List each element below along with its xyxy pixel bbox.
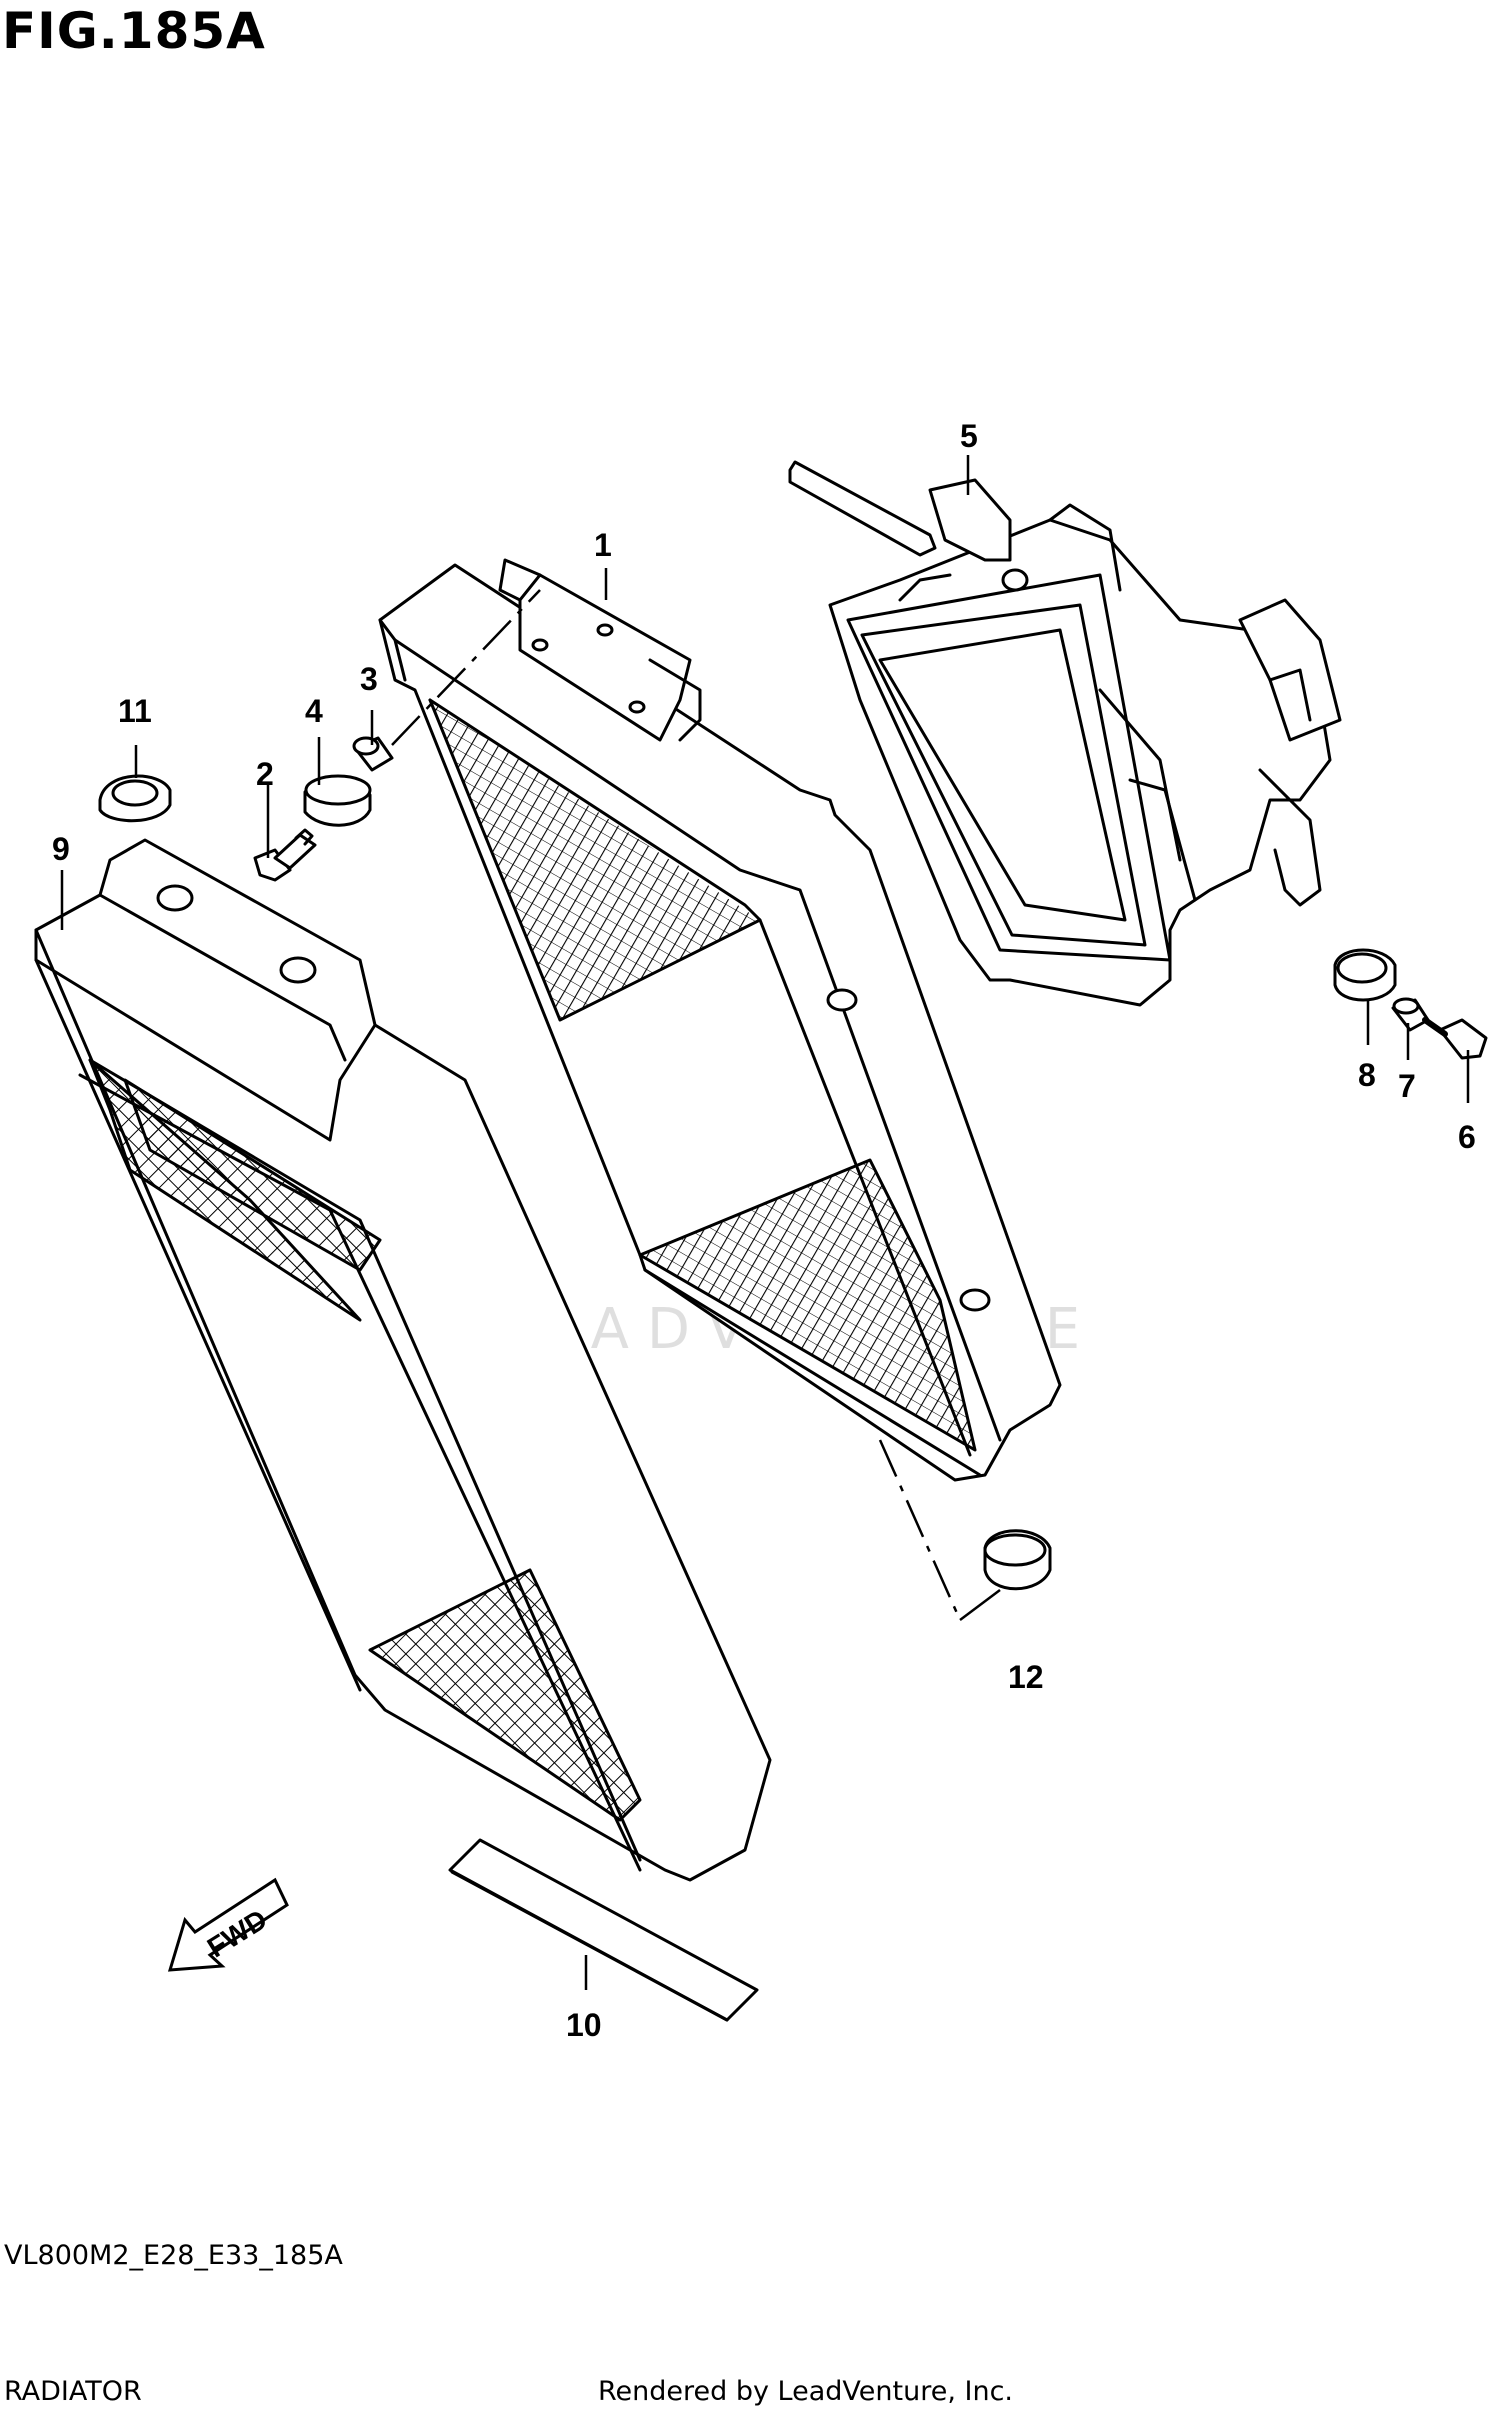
callout-5: 5 <box>960 418 978 454</box>
render-credit: Rendered by LeadVenture, Inc. <box>598 2376 1014 2407</box>
leader-lines <box>60 455 1470 1990</box>
callout-2: 2 <box>256 756 274 792</box>
callout-10: 10 <box>566 2007 602 2043</box>
callout-11: 11 <box>118 693 152 729</box>
callout-3: 3 <box>360 661 378 697</box>
fan-wire <box>788 460 937 557</box>
section-title: RADIATOR <box>4 2376 142 2407</box>
diagram-code: VL800M2_E28_E33_185A <box>4 2240 343 2271</box>
callouts: 1 2 3 4 5 6 7 8 9 10 11 12 <box>52 418 1476 2043</box>
callout-9: 9 <box>52 831 70 867</box>
grommet-part-8 <box>1333 948 1397 1002</box>
callout-12: 12 <box>1008 1659 1044 1695</box>
grommet-part-11 <box>98 774 172 823</box>
collar-part-3 <box>352 736 394 772</box>
pad-part-10 <box>448 1838 759 2022</box>
callout-7: 7 <box>1398 1068 1416 1104</box>
callout-4: 4 <box>305 693 323 729</box>
bolt-part-6 <box>1422 1017 1488 1060</box>
radiator-core <box>378 558 1062 1482</box>
figure-label: FIG.185A <box>2 2 266 60</box>
callout-8: 8 <box>1358 1057 1376 1093</box>
fan-assembly <box>828 478 1342 1007</box>
grommet-part-12 <box>983 1529 1052 1591</box>
callout-1: 1 <box>594 527 612 563</box>
forward-direction-arrow: FWD <box>167 1877 289 1972</box>
callout-6: 6 <box>1458 1119 1476 1155</box>
grommet-part-4 <box>303 774 372 827</box>
radiator-cover <box>34 838 772 1882</box>
collar-part-7 <box>1391 997 1430 1032</box>
bolt-part-2 <box>253 828 317 882</box>
